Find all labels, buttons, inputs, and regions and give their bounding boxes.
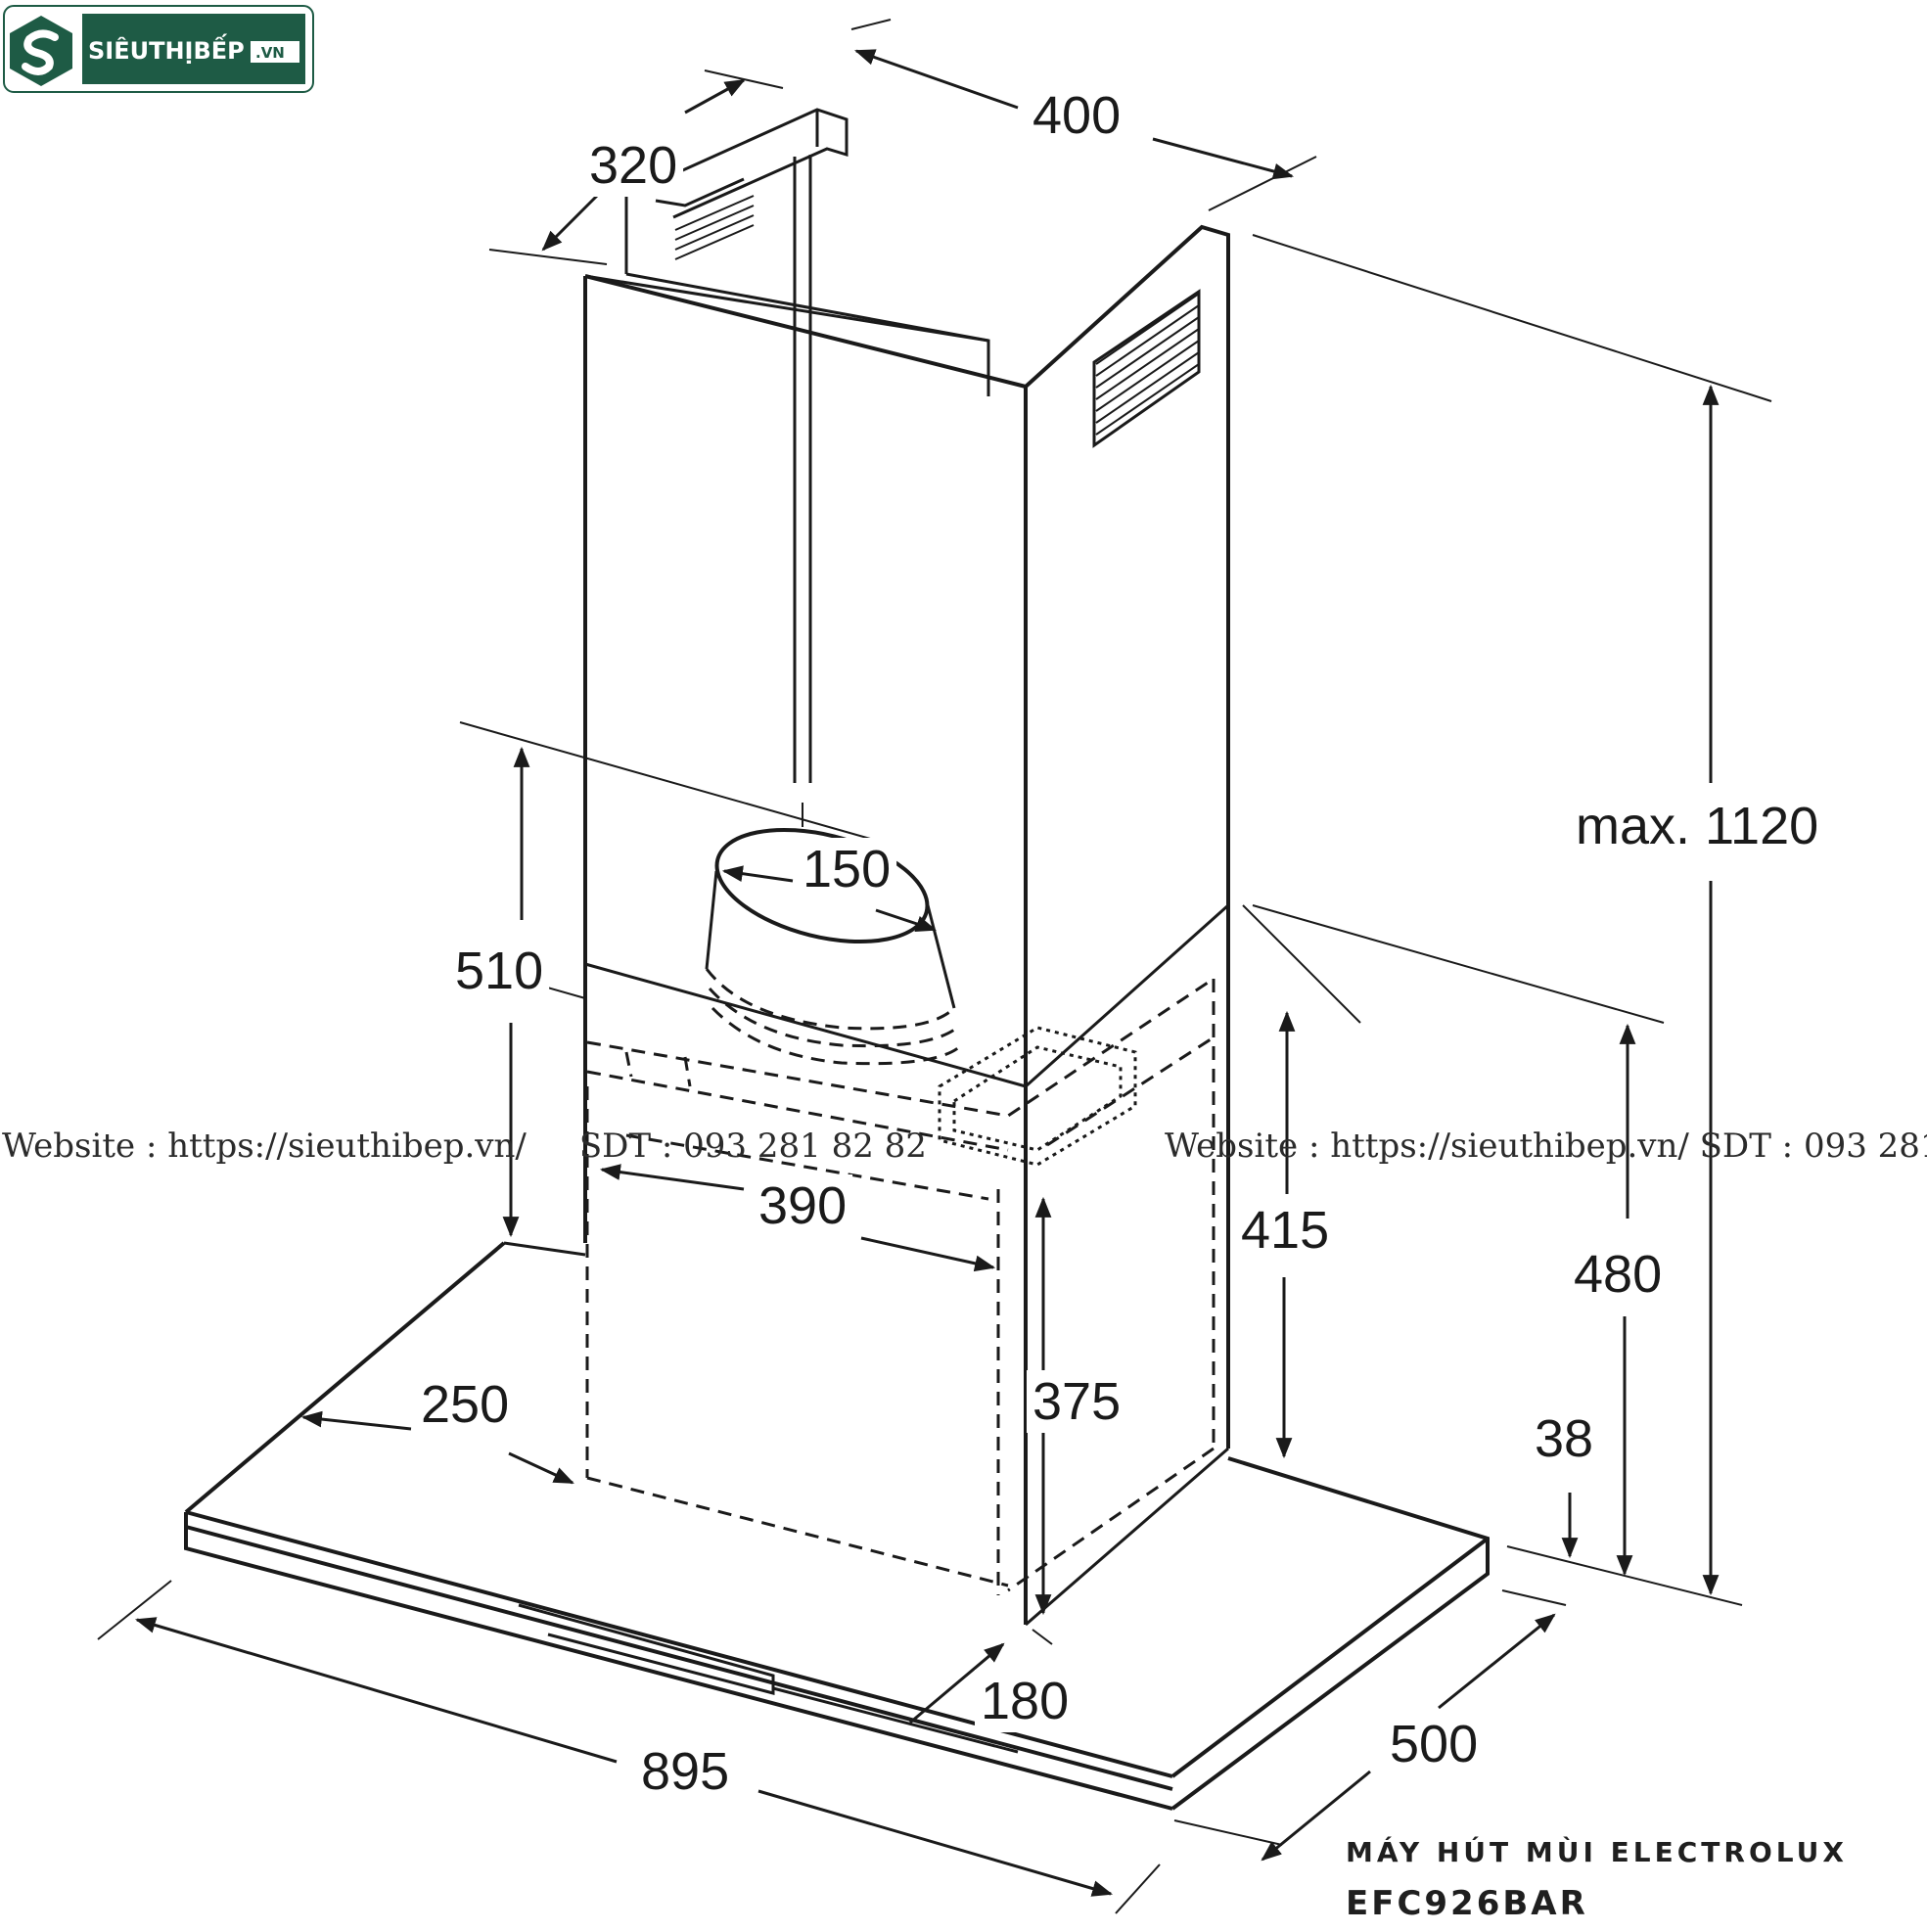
logo-suffix-text: .VN: [255, 44, 285, 62]
label-halo: [1027, 1370, 1127, 1433]
label-halo: [797, 838, 897, 900]
dim-320-label: 320: [589, 136, 677, 195]
label-halo: [1568, 1243, 1669, 1306]
dim-480-label: 480: [1574, 1245, 1662, 1304]
label-halo: [1384, 1713, 1485, 1775]
label-halo: [975, 1670, 1076, 1732]
label-halo: [1235, 1199, 1336, 1262]
dimension-labels: 400 320 max. 1120 150 510 390 415 480 37…: [415, 84, 1825, 1803]
dim-390-label: 390: [758, 1176, 847, 1235]
hood-canopy-drawing: [184, 1241, 1490, 1811]
label-halo: [635, 1740, 736, 1803]
label-halo: [1570, 795, 1825, 857]
watermark-left: Website : https://sieuthibep.vn/ SDT : 0…: [2, 1127, 927, 1166]
air-duct-drawing: [705, 803, 960, 1066]
dim-1120-label: max. 1120: [1576, 797, 1818, 855]
dim-510-label: 510: [455, 942, 543, 1000]
dim-400-label: 400: [1032, 86, 1121, 145]
dim-895-label: 895: [641, 1742, 729, 1801]
label-halo: [449, 940, 550, 1002]
dim-180-label: 180: [981, 1672, 1069, 1730]
caption-line-1: MÁY HÚT MÙI ELECTROLUX: [1346, 1835, 1848, 1868]
dimension-lines: [97, 19, 1772, 1914]
dim-150-label: 150: [803, 840, 891, 898]
dim-250-label: 250: [421, 1375, 509, 1434]
label-halo: [415, 1373, 516, 1436]
dim-500-label: 500: [1390, 1715, 1478, 1773]
caption-model: EFC926BAR: [1346, 1884, 1588, 1923]
dim-415-label: 415: [1241, 1201, 1329, 1260]
watermark: Website : https://sieuthibep.vn/ SDT : 0…: [2, 1127, 1927, 1166]
watermark-right: Website : https://sieuthibep.vn/ SDT : 0…: [1165, 1127, 1927, 1166]
label-halo: [583, 134, 684, 197]
label-halo: [1529, 1407, 1600, 1470]
chimney-drawing: [583, 108, 1230, 1625]
brand-logo[interactable]: SIÊUTHỊBẾP .VN: [3, 5, 314, 93]
motor-box-hidden: [585, 977, 1216, 1595]
dim-375-label: 375: [1032, 1372, 1121, 1431]
dim-38-label: 38: [1535, 1409, 1593, 1468]
product-caption: MÁY HÚT MÙI ELECTROLUX EFC926BAR: [1346, 1835, 1848, 1923]
logo-brand-text: SIÊUTHỊBẾP: [88, 32, 245, 65]
label-halo: [1027, 84, 1127, 147]
label-halo: [753, 1174, 853, 1237]
